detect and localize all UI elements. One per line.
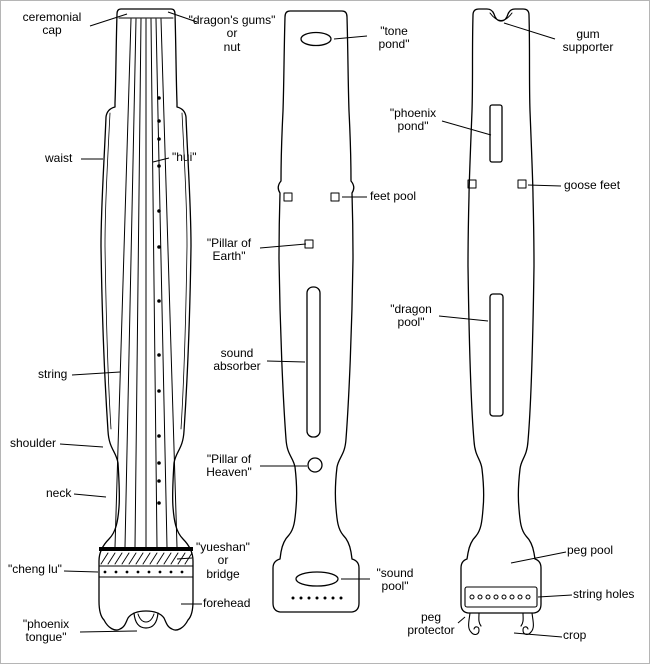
leader-shoulder xyxy=(59,443,104,448)
cheng-lu-lines xyxy=(98,565,194,578)
leader-cheng-lu xyxy=(63,570,99,573)
label-dragons-gums: "dragon's gums" or nut xyxy=(188,13,276,54)
feet-pool-squares xyxy=(283,192,340,202)
phoenix-tongue-inner xyxy=(137,613,155,623)
label-crop: crop xyxy=(563,628,587,642)
hui-dots xyxy=(157,96,161,505)
guqin-inside-view xyxy=(272,10,360,613)
guqin-front-view xyxy=(98,8,194,631)
strings xyxy=(114,18,178,548)
pillar-of-heaven-hole xyxy=(307,457,323,473)
leader-phoenix-pond xyxy=(441,120,492,136)
label-gum-supporter: gum supporter xyxy=(562,27,614,55)
label-cheng-lu: "cheng lu" xyxy=(8,562,62,576)
label-yueshan: "yueshan" or bridge xyxy=(196,540,250,581)
leader-dragons-gums xyxy=(167,11,198,23)
leader-neck xyxy=(73,493,107,498)
sound-pool-hole xyxy=(295,571,339,587)
label-neck: neck xyxy=(46,486,72,500)
leader-peg-pool xyxy=(510,551,567,564)
label-string: string xyxy=(38,367,68,381)
label-phoenix-tongue: "phoenix tongue" xyxy=(22,617,70,645)
phoenix-tongue-shape xyxy=(133,612,159,629)
back-body-outline xyxy=(460,8,542,614)
inside-string-dots xyxy=(291,596,343,600)
label-dragon-pool: "dragon pool" xyxy=(390,302,432,330)
leader-crop xyxy=(513,632,563,638)
gum-supporter-arc xyxy=(489,12,513,21)
peg-pool-box xyxy=(464,586,538,608)
label-feet-pool: feet pool xyxy=(370,189,417,203)
leader-peg-protector xyxy=(457,616,466,624)
label-forehead: forehead xyxy=(203,596,251,610)
phoenix-pond-slot xyxy=(489,104,503,163)
yueshan-bridge-band xyxy=(99,547,193,551)
cheng-lu-dots xyxy=(103,570,184,574)
leader-pillar-of-earth xyxy=(259,243,307,249)
inside-body-outline xyxy=(272,10,360,613)
label-pillar-of-earth: "Pillar of Earth" xyxy=(206,236,252,264)
string-holes-dots xyxy=(469,594,531,600)
label-tone-pond: "tone pond" xyxy=(378,24,410,52)
leader-gum-supporter xyxy=(503,22,556,40)
label-hui: "hui" xyxy=(172,150,197,164)
label-peg-protector: peg protector xyxy=(407,610,455,638)
label-string-holes: string holes xyxy=(573,587,635,601)
leader-sound-absorber xyxy=(266,360,306,363)
leader-phoenix-tongue xyxy=(79,630,138,633)
tone-pond-hole xyxy=(300,31,332,47)
label-sound-pool: "sound pool" xyxy=(376,566,414,594)
label-sound-absorber: sound absorber xyxy=(213,346,261,374)
label-shoulder: shoulder xyxy=(10,436,57,450)
label-waist: waist xyxy=(45,151,73,165)
guqin-back-view xyxy=(460,8,542,635)
side-inner-line-left xyxy=(104,112,112,430)
label-ceremonial-cap: ceremonial cap xyxy=(22,10,82,38)
leader-lines xyxy=(59,11,573,638)
dragon-pool-slot xyxy=(489,293,504,417)
goose-feet-squares xyxy=(467,179,527,189)
side-inner-line-right xyxy=(180,112,188,430)
label-phoenix-pond: "phoenix pond" xyxy=(389,106,437,134)
leader-yueshan xyxy=(176,557,193,560)
leader-dragon-pool xyxy=(438,315,489,322)
sound-absorber-slot xyxy=(306,286,321,438)
leader-hui xyxy=(152,157,170,163)
leader-tone-pond xyxy=(333,35,368,40)
leader-ceremonial-cap xyxy=(89,13,128,27)
leader-string xyxy=(71,371,121,376)
crop-curls xyxy=(468,612,534,635)
label-goose-feet: goose feet xyxy=(564,178,621,192)
leader-string-holes xyxy=(537,594,573,598)
label-peg-pool: peg pool xyxy=(567,543,614,557)
label-pillar-of-heaven: "Pillar of Heaven" xyxy=(206,452,252,480)
leader-goose-feet xyxy=(527,184,562,187)
